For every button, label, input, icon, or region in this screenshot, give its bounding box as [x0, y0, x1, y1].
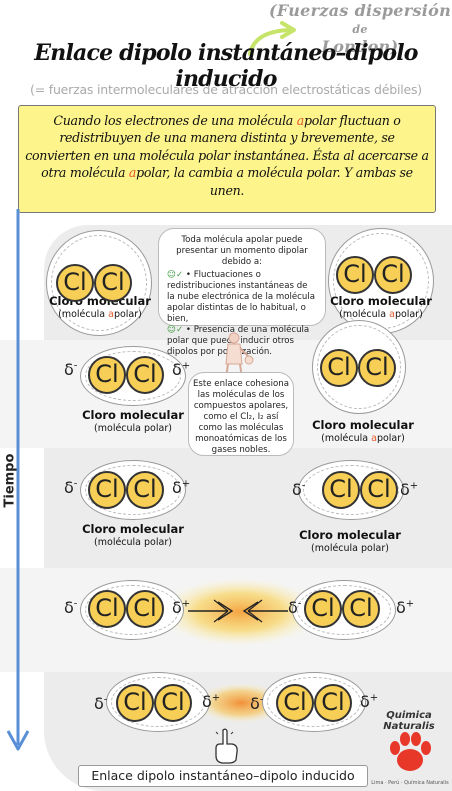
molecule-type: (molécula polar)	[94, 423, 172, 434]
delta-minus: δ-	[64, 360, 78, 379]
chlorine-atom: Cl	[320, 349, 358, 387]
chlorine-atom: Cl	[154, 684, 192, 722]
chlorine-atom: Cl	[358, 349, 396, 387]
molecule-name: Cloro molecular	[330, 294, 432, 308]
delta-minus: δ-	[94, 694, 108, 713]
molecule-type: (molécula polar)	[94, 537, 172, 548]
check-icon: ☺✓	[167, 270, 184, 280]
delta-plus: δ+	[396, 598, 415, 617]
delta-plus: δ+	[360, 692, 379, 711]
chlorine-atom: Cl	[374, 256, 412, 294]
molecule-name: Cloro molecular	[299, 528, 401, 542]
chlorine-atom: Cl	[126, 590, 164, 628]
chlorine-atom: Cl	[116, 684, 154, 722]
check-icon: ☺✓	[167, 325, 184, 335]
chlorine-atom: Cl	[126, 356, 164, 394]
chlorine-atom: Cl	[88, 471, 126, 509]
page-title: Enlace dipolo instantáneo–dipolo inducid…	[34, 40, 418, 92]
delta-plus: δ+	[400, 480, 419, 499]
subtitle-london-forces: (Fuerzas dispersión de London)	[268, 1, 452, 56]
time-arrow-icon	[6, 209, 30, 751]
delta-minus: δ-	[250, 694, 264, 713]
time-axis-label: Tiempo	[2, 453, 18, 508]
chlorine-atom: Cl	[88, 590, 126, 628]
curved-arrow-icon	[248, 21, 296, 56]
delta-plus: δ+	[172, 478, 191, 497]
chlorine-atom: Cl	[322, 471, 360, 509]
delta-plus: δ+	[172, 360, 191, 379]
chlorine-atom: Cl	[276, 684, 314, 722]
footer-caption: Enlace dipolo instantáneo–dipolo inducid…	[78, 765, 368, 787]
logo-text: Quimica Naturalis	[383, 710, 435, 732]
intro-box: Cuando los electrones de una molécula ap…	[18, 105, 436, 213]
chlorine-atom: Cl	[342, 590, 380, 628]
delta-minus: δ-	[64, 598, 78, 617]
molecule-name: Cloro molecular	[82, 408, 184, 422]
molecule-type: (molécula apolar)	[339, 309, 423, 320]
chlorine-atom: Cl	[88, 356, 126, 394]
chlorine-atom: Cl	[360, 471, 398, 509]
info-bubble-cohesion: Este enlace cohesiona las moléculas de l…	[188, 372, 294, 456]
chlorine-atom: Cl	[126, 471, 164, 509]
molecule-name: Cloro molecular	[82, 522, 184, 536]
chlorine-atom: Cl	[336, 256, 374, 294]
delta-minus: δ-	[292, 480, 306, 499]
chlorine-atom: Cl	[94, 264, 132, 302]
delta-plus: δ+	[202, 692, 221, 711]
delta-minus: δ-	[64, 478, 78, 497]
chlorine-atom: Cl	[56, 264, 94, 302]
paw-logo-icon	[390, 732, 431, 771]
scientist-figure-icon	[225, 332, 254, 379]
delta-minus: δ-	[288, 598, 302, 617]
attraction-arrows-icon	[188, 599, 288, 623]
molecule-type: (molécula apolar)	[58, 309, 142, 320]
attraction-glow	[160, 578, 320, 646]
chlorine-atom: Cl	[314, 684, 352, 722]
molecule-type: (molécula polar)	[311, 543, 389, 554]
chlorine-atom: Cl	[304, 590, 342, 628]
delta-plus: δ+	[172, 598, 191, 617]
info-bubble-dipole-causes: Toda molécula apolar puede presentar un …	[158, 228, 326, 357]
title-note: (= fuerzas intermoleculares de atracción…	[30, 82, 422, 97]
logo-credit: Lima · Perú · Química Naturalis	[371, 780, 449, 786]
molecule-type: (molécula apolar)	[321, 433, 405, 444]
molecule-name: Cloro molecular	[312, 418, 414, 432]
pointing-hand-icon	[215, 728, 238, 764]
